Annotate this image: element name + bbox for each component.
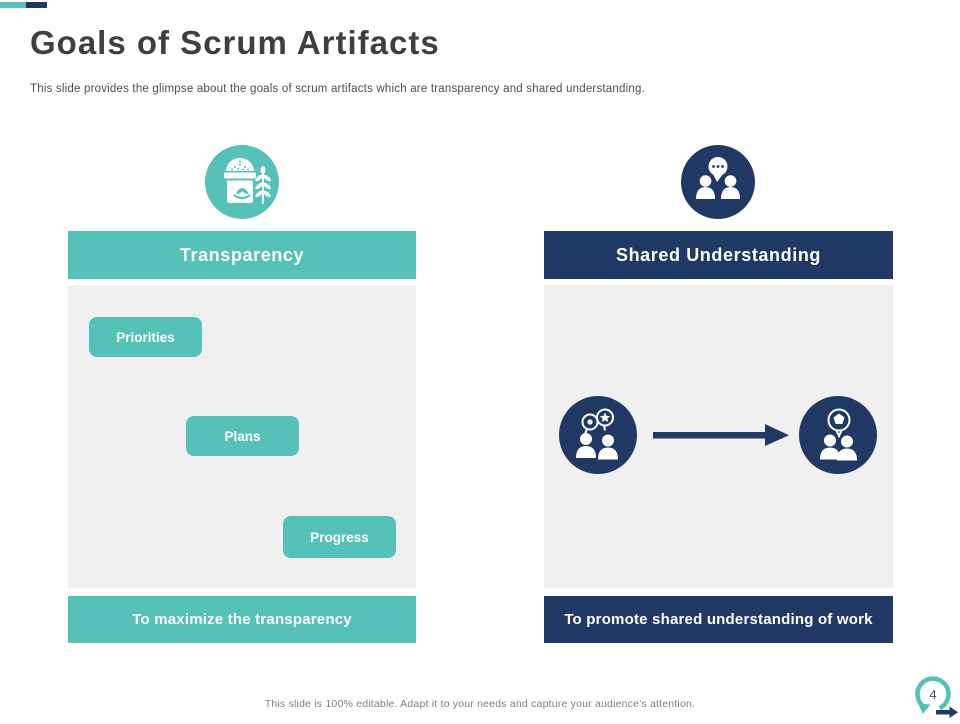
accent-bar-teal	[0, 2, 26, 8]
shared-understanding-caption: To promote shared understanding of work	[544, 596, 893, 643]
discussion-circle	[559, 396, 637, 474]
people-discussion-star-icon	[559, 394, 637, 477]
shared-understanding-icon-circle	[681, 145, 755, 219]
right-arrow-icon	[653, 424, 789, 446]
transparency-header: Transparency	[68, 231, 416, 279]
progress-chip: Progress	[283, 516, 396, 558]
slide-subtitle: This slide provides the glimpse about th…	[30, 83, 645, 95]
shared-understanding-header: Shared Understanding	[544, 231, 893, 279]
accent-bar-navy	[26, 2, 47, 8]
page-number: 4	[929, 687, 936, 702]
agreement-circle	[799, 396, 877, 474]
transparency-caption: To maximize the transparency	[68, 596, 416, 643]
footer-note: This slide is 100% editable. Adapt it to…	[264, 698, 696, 710]
slide-title: Goals of Scrum Artifacts	[30, 24, 440, 61]
transparency-icon-circle	[205, 145, 279, 219]
sprint-loop-page-badge: 4	[908, 673, 958, 719]
grain-sack-wheat-icon	[205, 143, 279, 222]
people-conversation-icon	[681, 143, 755, 222]
plans-chip: Plans	[186, 416, 299, 456]
priorities-chip: Priorities	[89, 317, 202, 357]
transparency-panel: Priorities Plans Progress	[68, 285, 416, 588]
people-agreement-icon	[799, 394, 877, 477]
shared-understanding-panel	[544, 285, 893, 588]
